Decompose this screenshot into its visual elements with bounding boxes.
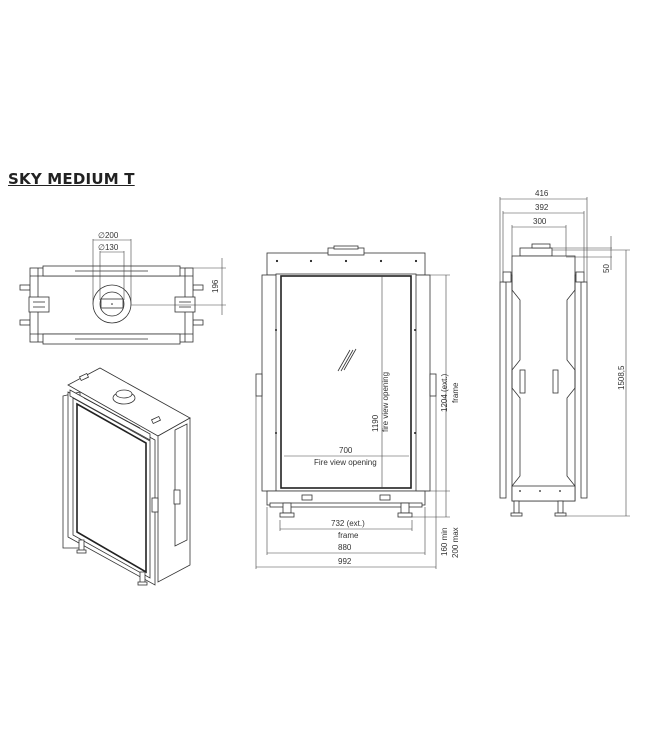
frame-width-value: 732 (ext.)	[331, 519, 365, 528]
frame-depth-value: 392	[535, 203, 549, 212]
frame-height-label: frame	[451, 382, 460, 403]
overall-height-value: 1508,5	[617, 365, 626, 390]
side-view	[499, 197, 630, 517]
leg-max-height: 200 max	[451, 527, 460, 558]
overall-width-value: 992	[338, 557, 352, 566]
front-view	[255, 245, 450, 569]
body-depth-value: 300	[533, 217, 547, 226]
flue-outer-diameter-label: ∅200	[98, 231, 119, 240]
fire-view-height-label: fire view opening	[381, 372, 390, 432]
frame-width-label: frame	[338, 531, 359, 540]
leg-min-height: 160 min	[440, 528, 449, 556]
fire-view-width-label: Fire view opening	[314, 458, 377, 467]
flue-depth-label: 196	[211, 279, 220, 293]
fire-view-height-value: 1190	[371, 414, 380, 432]
flue-height-value: 50	[602, 264, 611, 273]
top-view	[19, 239, 226, 345]
drawing-title: SKY MEDIUM T	[8, 170, 135, 188]
body-width-value: 880	[338, 543, 352, 552]
flue-inner-diameter-label: ∅130	[98, 243, 119, 252]
fire-view-width-value: 700	[339, 446, 353, 455]
overall-depth-value: 416	[535, 189, 549, 198]
isometric-view	[62, 367, 191, 586]
frame-height-value: 1204 (ext.)	[440, 373, 449, 412]
